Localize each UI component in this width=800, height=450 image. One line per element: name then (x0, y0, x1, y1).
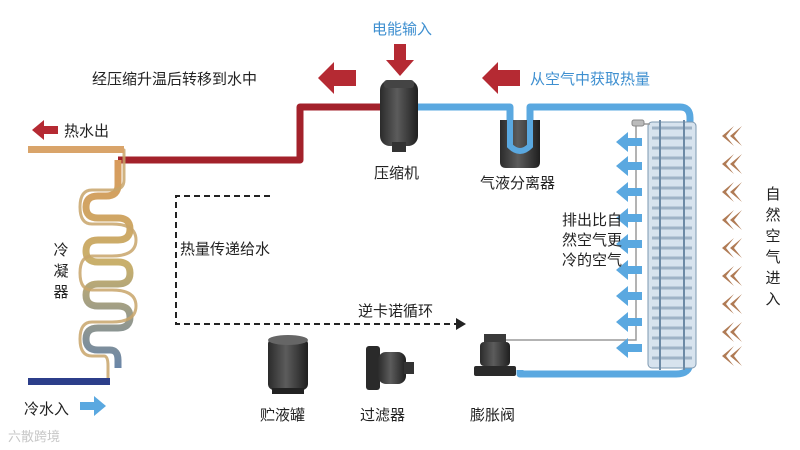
water-coil (28, 148, 138, 382)
filter (366, 346, 414, 390)
to-water-label: 经压缩升温后转移到水中 (92, 70, 258, 88)
receiver-tank (268, 335, 308, 394)
cold-water-in-arrow (80, 396, 106, 416)
from-air-arrow (482, 62, 520, 94)
hot-water-outlet-pipe (28, 146, 124, 153)
evaporator-coil (647, 120, 697, 370)
condenser-coil (82, 160, 134, 368)
cold-water-in-label: 冷水入 (24, 400, 70, 418)
filter-label: 过滤器 (360, 406, 406, 424)
compressor (380, 80, 418, 152)
hot-water-out-arrow (32, 120, 58, 140)
heat-to-water-label: 热量传递给水 (180, 240, 271, 258)
receiver-tank-label: 贮液罐 (260, 406, 306, 424)
expansion-valve-label: 膨胀阀 (470, 406, 516, 424)
condenser-label: 冷凝器 (53, 241, 69, 301)
reverse-carnot-label: 逆卡诺循环 (358, 302, 434, 320)
cold-water-inlet-pipe (28, 378, 110, 385)
power-input-label: 电能输入 (372, 20, 433, 38)
hot-water-out-label: 热水出 (64, 122, 110, 140)
sensor-bulb (631, 119, 645, 127)
to-water-arrow (318, 62, 356, 94)
natural-air-in-arrows (722, 126, 742, 366)
heat-transfer-dashed-line (175, 195, 456, 325)
gas-liquid-separator-label: 气液分离器 (480, 174, 556, 192)
compressor-label: 压缩机 (374, 164, 420, 182)
watermark: 六散跨境 (8, 430, 61, 445)
gas-liquid-separator (500, 110, 540, 168)
reverse-carnot-arrowhead (456, 318, 466, 330)
expansion-valve (474, 334, 516, 376)
hot-pipe (118, 103, 386, 164)
natural-air-in-label: 自然空气进入 (765, 185, 781, 308)
cold-air-out-label: 排出比自然空气更冷的空气 (562, 211, 623, 269)
power-input-arrow (386, 44, 414, 76)
cold-air-out-arrows (616, 132, 642, 358)
from-air-label: 从空气中获取热量 (530, 70, 651, 88)
